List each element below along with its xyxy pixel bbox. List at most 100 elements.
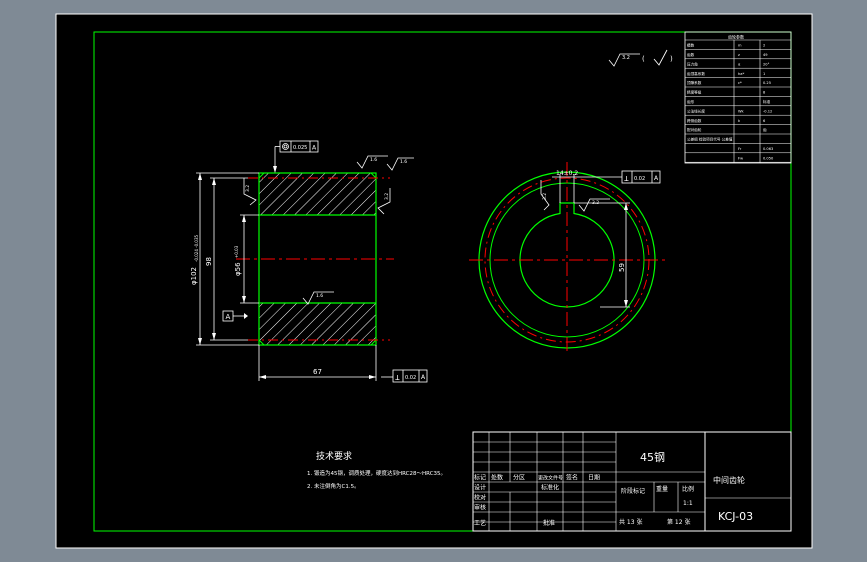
gear-table-label: 齿数 — [687, 52, 695, 57]
svg-text:⊥: ⊥ — [624, 174, 629, 183]
conc-datum: A — [312, 145, 317, 152]
gear-table-value: 1 — [763, 72, 765, 76]
section-view: φ102 -0.024 -0.035 98 φ56 +0.03 67 ⊥ 0 — [190, 140, 428, 383]
gear-table-symbol: α — [738, 62, 741, 66]
gear-table-label: 模数 — [687, 43, 695, 48]
gear-table-title: 齿轮参数 — [728, 34, 744, 40]
viewport-background — [55, 13, 813, 549]
outer-dia-label: φ102 — [190, 267, 198, 285]
general-roughness: 3.2 ( ) — [608, 49, 673, 67]
svg-text:3.2: 3.2 — [245, 185, 251, 192]
perp-value: 0.02 — [405, 375, 416, 381]
perpendicularity-frame: ⊥ 0.02 A — [392, 369, 428, 383]
tb-part-name: 中间齿轮 — [713, 475, 745, 485]
roughness-bore: 1.6 — [302, 291, 334, 305]
svg-text:3.2: 3.2 — [592, 200, 599, 206]
tech-req-line-2: 2. 未注倒角为C1.5。 — [307, 482, 360, 490]
roughness-keyway-bottom: 3.2 — [578, 198, 610, 212]
roughness-right-face: 3.2 — [377, 188, 391, 215]
tb-col-date: 日期 — [588, 474, 600, 482]
gear-table-label: 配对齿轮 — [687, 127, 702, 132]
keyway-symmetry-frame: ⊥ 0.02 A — [621, 170, 661, 184]
tb-row-design: 设计 — [474, 484, 486, 492]
title-middle-grid — [616, 432, 706, 531]
title-left-grid — [473, 432, 617, 531]
end-view: 14±0.2 ⊥ 0.02 A 59 3.2 3.2 — [469, 162, 665, 354]
svg-text:3.2: 3.2 — [384, 193, 390, 200]
gear-table-symbol: z — [738, 53, 740, 57]
bore-dia-label: φ56 — [234, 262, 242, 276]
tb-row-process: 工艺 — [474, 519, 486, 527]
gear-table-value: 6 — [763, 119, 766, 123]
roughness-keyway: 3.2 — [540, 180, 550, 211]
gear-table-value: -0.12 — [763, 109, 772, 113]
svg-text:3.2: 3.2 — [542, 193, 548, 200]
tb-scale: 比例 — [682, 485, 694, 493]
gear-table-symbol: Wk — [738, 109, 745, 113]
keyway-depth-label: 59 — [618, 263, 626, 272]
gear-table-label: 齿顶高系数 — [687, 71, 705, 76]
tb-sheets-total: 共 13 张 — [619, 518, 642, 526]
tb-weight: 重量 — [656, 485, 668, 493]
svg-text:1.6: 1.6 — [370, 157, 377, 163]
drawing-frame — [93, 31, 792, 532]
gear-table-value: 49 — [763, 53, 768, 57]
gear-table-label: 齿形 — [687, 99, 695, 104]
ref-dia-label: 98 — [205, 257, 213, 266]
gear-table-label: 公差组 检验项目代号 公差值 — [687, 137, 733, 142]
gear-table-value: 2 — [763, 44, 765, 48]
svg-text:): ) — [670, 55, 673, 63]
upper-wall-hatch — [258, 172, 377, 216]
gear-table-value: 标准 — [763, 99, 771, 104]
svg-text:A: A — [654, 175, 659, 182]
gear-table-label: 公法线长度 — [687, 108, 705, 113]
tb-col-change: 更改文件号 — [538, 475, 563, 482]
tech-requirements: 技术要求 1. 锻造为45钢，调质处理，硬度达到HRC28～HRC35。 2. … — [307, 450, 446, 490]
gear-table-value: 齿 — [763, 127, 767, 132]
tb-sheet-number: 第 12 张 — [667, 518, 690, 526]
gear-table-label: 跨测齿数 — [687, 118, 702, 123]
gear-table-label: 顶隙系数 — [687, 80, 702, 85]
roughness-top-left: 1.6 — [356, 155, 388, 169]
perp-symbol: ⊥ — [395, 373, 400, 382]
svg-text:(: ( — [642, 55, 645, 63]
tb-stage: 阶段标记 — [621, 487, 645, 495]
tb-col-sign: 签名 — [566, 474, 578, 482]
tb-row-review: 审核 — [474, 504, 486, 512]
roughness-top-right: 1.6 — [386, 157, 414, 171]
gear-table-symbol: m — [738, 44, 742, 48]
concentricity-frame: 0.025 A — [273, 140, 319, 173]
perp-datum: A — [421, 374, 426, 381]
tb-col-zone: 分区 — [513, 474, 525, 482]
body-outline — [258, 172, 377, 346]
svg-text:1.6: 1.6 — [316, 293, 323, 299]
bore-keyway — [519, 202, 615, 308]
gear-table-value: 0.25 — [763, 81, 771, 85]
gear-table-value: 8 — [763, 91, 766, 95]
length-label: 67 — [313, 368, 322, 376]
datum-a: A — [222, 310, 248, 322]
tech-req-title: 技术要求 — [316, 450, 352, 462]
tb-scale-value: 1:1 — [683, 500, 693, 507]
gear-table-symbol: ha* — [738, 72, 744, 76]
tb-col-count: 处数 — [491, 474, 503, 482]
datum-a-label: A — [226, 313, 231, 321]
title-block[interactable]: 标记 设计 校对 审核 工艺 处数 分区 更改文件号 签名 日期 标准化 批准 … — [472, 431, 792, 532]
gear-table-label: 精度等级 — [687, 90, 702, 95]
tb-approve: 批准 — [543, 519, 555, 527]
gear-table-value: 0.050 — [763, 156, 774, 160]
bore-dia-tol: +0.03 — [234, 245, 239, 258]
svg-text:0.02: 0.02 — [634, 176, 645, 182]
gear-table-label: 压力角 — [687, 61, 698, 66]
gear-table-value: 20° — [763, 62, 770, 66]
tb-row-check: 校对 — [474, 494, 486, 502]
lower-wall-hatch — [258, 302, 377, 346]
gear-table-symbol: Fw — [738, 156, 743, 160]
tb-drawing-number: KCJ-03 — [718, 510, 753, 523]
gear-table-symbol: k — [738, 119, 741, 123]
gear-table-value: 0.063 — [763, 147, 773, 151]
